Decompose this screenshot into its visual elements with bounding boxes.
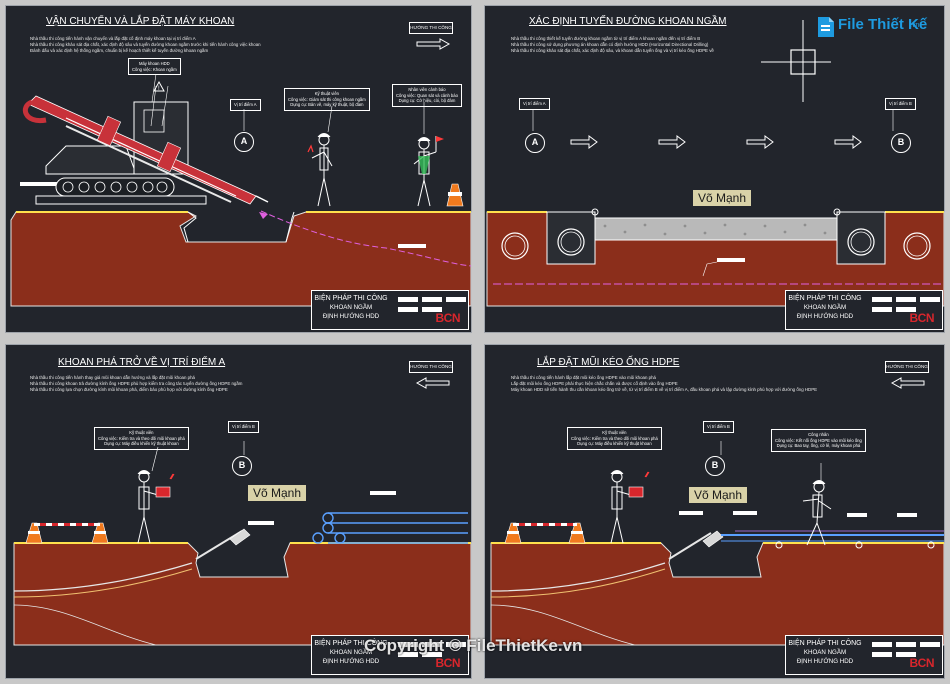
name-label: Võ Mạnh (689, 487, 748, 503)
name-label: Võ Mạnh (693, 190, 752, 206)
company-logo: BCN (909, 311, 935, 325)
callout-point-a: Vị trí điểm A (519, 98, 550, 110)
direction-arrow-right-icon (416, 38, 451, 50)
scene-reaming (13, 441, 472, 646)
panel-notes: Nhà thầu thi công thiết kế tuyến đường k… (511, 36, 714, 54)
direction-label: HƯỚNG THI CÔNG (885, 361, 929, 373)
company-logo: BCN (435, 311, 461, 325)
panel-reaming: KHOAN PHÁ TRỞ VỀ VỊ TRÍ ĐIỂM A Nhà thầu … (5, 344, 472, 679)
label-tag (679, 511, 703, 515)
scene-pullback (490, 441, 945, 646)
callout-technician: Kỹ thuật viên Công việc: Kiểm tra và the… (567, 427, 662, 450)
note-line: Nhà thầu thi công tiến hành vận chuyển v… (30, 36, 196, 41)
callout-engineer: Kỹ thuật viên Công việc: Giám sát thi cô… (284, 88, 370, 111)
document-icon (818, 17, 834, 37)
panel-pullback: LẮP ĐẶT MŨI KÉO ỐNG HDPE Nhà thầu thi cô… (484, 344, 945, 679)
title-block: BIỆN PHÁP THI CÔNG KHOAN NGẦM ĐỊNH HƯỚNG… (785, 290, 943, 330)
note-line: Nhà thầu thi công tiến hành thay giá mũi… (30, 375, 195, 380)
callout-point-b: Vị trí điểm B (228, 421, 259, 433)
svg-text:!: ! (158, 86, 160, 92)
panel-title: VẬN CHUYỂN VÀ LẮP ĐẶT MÁY KHOAN (46, 16, 235, 27)
point-marker-b: B (705, 456, 725, 476)
point-marker-b: B (232, 456, 252, 476)
direction-arrow-left-icon (415, 377, 450, 389)
note-line: Nhà thầu thi công tiến hành lắp đặt mũi … (511, 375, 656, 380)
direction-label: HƯỚNG THI CÔNG (409, 22, 453, 34)
label-tag (847, 513, 867, 517)
callout-point-b: Vị trí điểm B (703, 421, 734, 433)
direction-label: HƯỚNG THI CÔNG (409, 361, 453, 373)
label-tag (717, 258, 745, 262)
callout-technician: Kỹ thuật viên Công việc: Kiểm tra và the… (94, 427, 189, 450)
label-tag (733, 511, 757, 515)
label-tag (248, 521, 274, 525)
panel-notes: Nhà thầu thi công tiến hành lắp đặt mũi … (511, 375, 817, 393)
panel-notes: Nhà thầu thi công tiến hành thay giá mũi… (30, 375, 242, 393)
callout-flag-worker: Nhân viên cảnh báo Công việc: Quan sát v… (392, 84, 462, 107)
hazard-icon: ! (153, 80, 165, 92)
note-line: Nhà thầu thi công lựa chọn đường kính mũ… (30, 387, 228, 392)
company-logo: BCN (909, 656, 935, 670)
direction-arrow-left-icon (890, 377, 925, 389)
note-line: Nhà thầu thi công khảo sát địa chất, xác… (511, 48, 714, 53)
point-marker-b: B (891, 133, 911, 153)
panel-title: KHOAN PHÁ TRỞ VỀ VỊ TRÍ ĐIỂM A (58, 357, 226, 368)
callout-drill-machine: Máy khoan HDD Công việc: Khoan ngầm (128, 58, 181, 75)
panel-title: LẮP ĐẶT MŨI KÉO ỐNG HDPE (537, 357, 680, 368)
note-line: Nhà thầu thi công thiết kế tuyến đường k… (511, 36, 701, 41)
callout-worker: Công nhân Công việc: Kết nối ống HDPE và… (771, 429, 866, 452)
note-line: Máy khoan HDD sẽ tiến hành thu cần khoan… (511, 387, 818, 392)
note-line: Nhà thầu thi công khảo sát địa chất, xác… (30, 42, 261, 47)
scene-route (486, 20, 945, 307)
panel-notes: Nhà thầu thi công tiến hành vận chuyển v… (30, 36, 261, 54)
site-logo[interactable]: File Thiết Kế .vn (814, 12, 928, 46)
note-line: Đánh dấu và xác định hệ thống ngầm, chuẩ… (30, 48, 209, 53)
title-block: BIỆN PHÁP THI CÔNG KHOAN NGẦM ĐỊNH HƯỚNG… (311, 290, 469, 330)
company-logo: BCN (435, 656, 461, 670)
panel-title: XÁC ĐỊNH TUYẾN ĐƯỜNG KHOAN NGẦM (529, 16, 727, 27)
name-label: Võ Mạnh (248, 485, 307, 501)
point-marker-a: A (525, 133, 545, 153)
panel-route-define: XÁC ĐỊNH TUYẾN ĐƯỜNG KHOAN NGẦM Nhà thầu… (484, 5, 945, 333)
site-logo-brand: File Thiết Kế (838, 16, 928, 33)
note-line: Nhà thầu thi công sử dụng phương án khoa… (511, 42, 709, 47)
label-tag (370, 491, 396, 495)
point-marker-a: A (234, 132, 254, 152)
copyright-watermark: Copyright © FileThietKe.vn (364, 636, 583, 655)
title-block: BIỆN PHÁP THI CÔNG KHOAN NGẦM ĐỊNH HƯỚNG… (311, 635, 469, 675)
scene-drilling-site (10, 73, 472, 307)
callout-point-a: Vị trí điểm A (230, 99, 261, 111)
label-tag (398, 244, 426, 248)
site-logo-suffix: .vn (910, 22, 920, 29)
title-block: BIỆN PHÁP THI CÔNG KHOAN NGẦM ĐỊNH HƯỚNG… (785, 635, 943, 675)
label-tag (897, 513, 917, 517)
note-line: Lắp đặt mũi kéo ống HDPE phải thực hiện … (511, 381, 678, 386)
note-line: Nhà thầu thi công khoan trả đường kính ố… (30, 381, 243, 386)
panel-transport-install: VẬN CHUYỂN VÀ LẮP ĐẶT MÁY KHOAN Nhà thầu… (5, 5, 472, 333)
callout-point-b: Vị trí điểm B (885, 98, 916, 110)
